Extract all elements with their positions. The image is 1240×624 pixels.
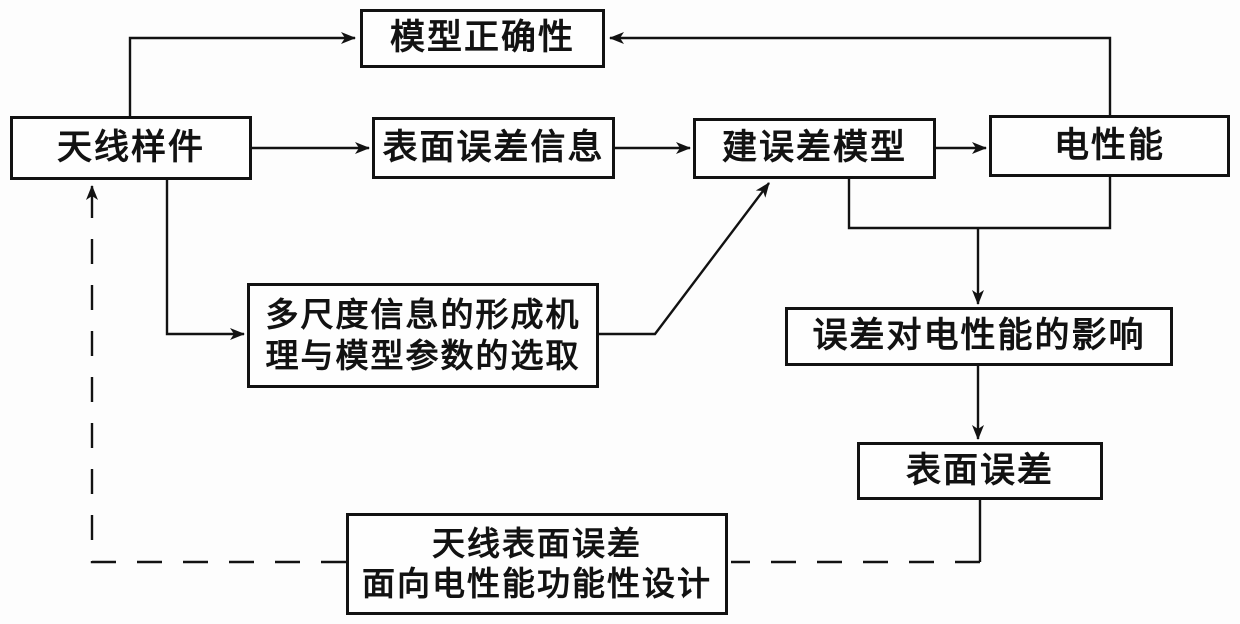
node-functional-design-line1: 天线表面误差: [432, 524, 642, 562]
node-multiscale-info-line2: 理与模型参数的选取: [265, 336, 581, 374]
node-antenna-sample-label: 天线样件: [56, 127, 205, 167]
connector-electrical-to-model-correctness: [609, 32, 1112, 115]
node-electrical-performance: 电性能: [989, 115, 1230, 177]
connector-functional-design-to-antenna-dashed: [90, 216, 346, 564]
node-model-correctness: 模型正确性: [360, 9, 605, 68]
node-model-correctness-label: 模型正确性: [389, 18, 575, 58]
node-antenna-sample: 天线样件: [10, 116, 252, 180]
node-surface-error: 表面误差: [857, 442, 1103, 500]
node-electrical-performance-label: 电性能: [1053, 125, 1165, 165]
node-error-influence-label: 误差对电性能的影响: [812, 316, 1146, 356]
node-functional-design: 天线表面误差 面向电性能功能性设计: [346, 513, 728, 615]
connector-join-bus: [847, 177, 1112, 230]
node-functional-design-line2: 面向电性能功能性设计: [362, 565, 712, 602]
node-multiscale-info: 多尺度信息的形成机 理与模型参数的选取: [247, 283, 599, 388]
node-build-error-model-label: 建误差模型: [721, 128, 907, 168]
node-surface-error-label: 表面误差: [905, 450, 1054, 490]
node-error-influence: 误差对电性能的影响: [785, 307, 1173, 366]
connector-antenna-to-model-correctness: [128, 32, 356, 116]
connector-multiscale-to-build-error-model: [599, 182, 770, 336]
node-surface-error-info-label: 表面误差信息: [382, 127, 605, 167]
node-surface-error-info: 表面误差信息: [372, 117, 615, 179]
node-multiscale-info-line1: 多尺度信息的形成机: [265, 296, 581, 334]
connector-antenna-to-multiscale: [165, 180, 245, 340]
node-build-error-model: 建误差模型: [693, 118, 936, 179]
